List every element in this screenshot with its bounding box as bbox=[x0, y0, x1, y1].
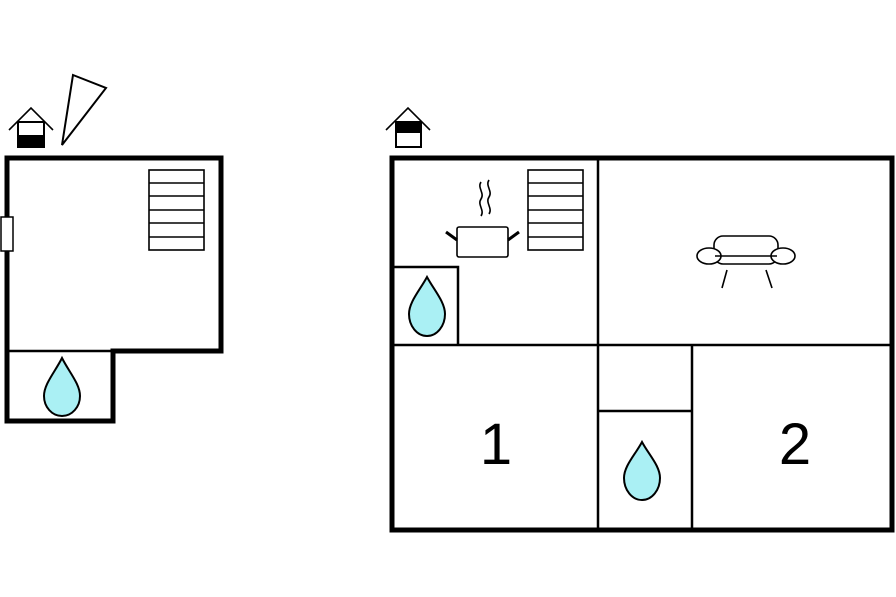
door-icon bbox=[0, 216, 14, 252]
cooking-pot-icon bbox=[445, 179, 520, 258]
stairs-icon bbox=[148, 169, 205, 251]
bedroom-2-label: 2 bbox=[779, 412, 811, 477]
floor-right: 1 2 bbox=[385, 106, 895, 533]
stairs-icon bbox=[527, 169, 584, 251]
water-drop-icon bbox=[407, 274, 447, 338]
house-entrance-icon bbox=[385, 106, 431, 148]
bedroom-1-label: 1 bbox=[480, 412, 512, 477]
compass-north-icon bbox=[61, 73, 108, 146]
sofa-icon bbox=[696, 235, 796, 289]
interior-walls bbox=[392, 158, 892, 530]
water-drop-icon bbox=[622, 439, 662, 502]
house-entrance-icon bbox=[8, 106, 54, 148]
floor-left bbox=[0, 73, 224, 424]
water-drop-icon bbox=[42, 355, 82, 418]
